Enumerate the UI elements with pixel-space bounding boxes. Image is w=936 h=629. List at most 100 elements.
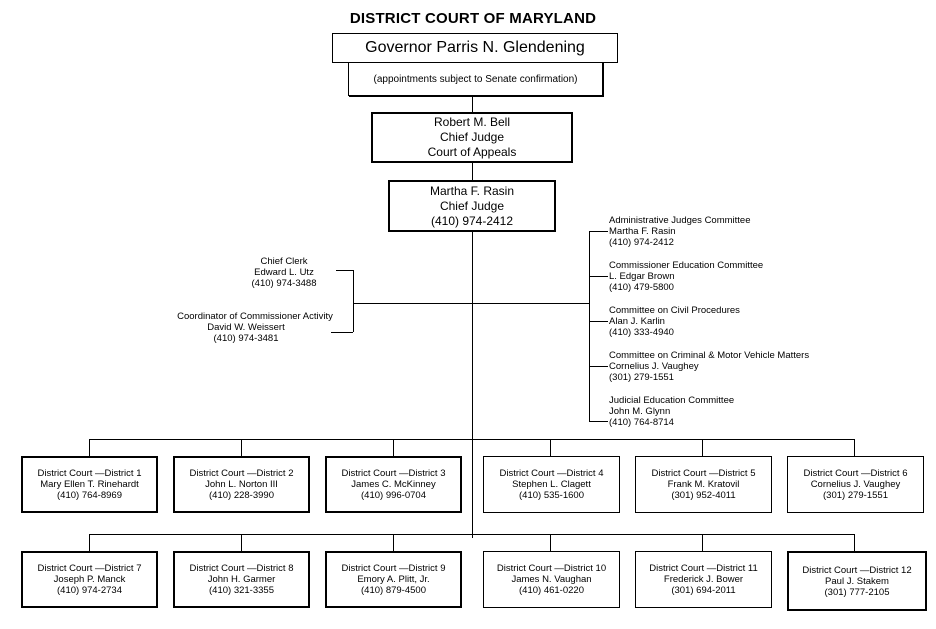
committee-name: Committee on Criminal & Motor Vehicle Ma… [609, 350, 810, 361]
district-phone: (410) 535-1600 [519, 490, 584, 501]
district-phone: (301) 694-2011 [671, 585, 736, 596]
connector-line [353, 270, 354, 332]
district-phone: (301) 777-2105 [824, 586, 890, 598]
district-box: District Court —District 11 Frederick J.… [635, 551, 772, 608]
district-chief-phone: (410) 974-2412 [430, 213, 514, 228]
staff-chief-clerk: Chief Clerk Edward L. Utz (410) 974-3488 [236, 256, 332, 289]
chart-title: DISTRICT COURT OF MARYLAND [349, 10, 597, 27]
district-label: District Court —District 7 [37, 563, 142, 574]
staff-role: Chief Clerk [260, 256, 308, 267]
committee-item: Committee on Criminal & Motor Vehicle Ma… [609, 350, 809, 383]
district-judge: Frank M. Kratovil [667, 479, 740, 490]
district-chief-name: Martha F. Rasin [429, 183, 515, 198]
district-label: District Court —District 3 [341, 468, 446, 479]
connector-line [550, 439, 551, 456]
district-box: District Court —District 8 John H. Garme… [173, 551, 310, 608]
district-phone: (301) 279-1551 [823, 490, 888, 501]
district-judge: Emory A. Plitt, Jr. [357, 574, 430, 585]
district-label: District Court —District 4 [499, 468, 604, 479]
connector-line [589, 321, 608, 322]
staff-phone: (410) 974-3481 [213, 333, 279, 344]
district-label: District Court —District 12 [802, 564, 912, 576]
committee-name: Administrative Judges Committee [609, 215, 751, 226]
committee-name: Committee on Civil Procedures [609, 305, 740, 316]
committee-chair: Alan J. Karlin [609, 316, 665, 327]
connector-line [472, 96, 473, 112]
appointments-note-box: (appointments subject to Senate confirma… [348, 62, 603, 96]
connector-line [472, 303, 589, 304]
connector-line [241, 439, 242, 456]
appeals-chief-name: Robert M. Bell [433, 115, 511, 129]
appeals-chief-role: Chief Judge [439, 130, 505, 144]
appeals-chief-judge-box: Robert M. Bell Chief Judge Court of Appe… [371, 112, 573, 163]
district-phone: (410) 228-3990 [209, 490, 274, 501]
connector-line [353, 303, 472, 304]
connector-line [241, 534, 242, 551]
connector-line [393, 439, 394, 456]
appeals-chief-court: Court of Appeals [427, 145, 517, 159]
committee-item: Committee on Civil Procedures Alan J. Ka… [609, 305, 740, 338]
district-chief-role: Chief Judge [439, 198, 505, 213]
connector-line [854, 439, 855, 456]
district-label: District Court —District 5 [651, 468, 756, 479]
district-judge: Stephen L. Clagett [512, 479, 591, 490]
district-box: District Court —District 12 Paul J. Stak… [787, 551, 927, 611]
staff-role: Coordinator of Commissioner Activity [177, 311, 333, 322]
district-box: District Court —District 9 Emory A. Plit… [325, 551, 462, 608]
governor-name: Governor Parris N. Glendening [365, 39, 585, 56]
district-box: District Court —District 3 James C. McKi… [325, 456, 462, 513]
committee-phone: (410) 333-4940 [609, 327, 674, 338]
staff-name: Edward L. Utz [254, 267, 314, 278]
connector-line [589, 231, 608, 232]
committee-phone: (301) 279-1551 [609, 372, 674, 383]
committee-phone: (410) 479-5800 [609, 282, 674, 293]
committee-item: Judicial Education Committee John M. Gly… [609, 395, 734, 428]
connector-line [393, 534, 394, 551]
connector-line [589, 231, 590, 422]
district-box: District Court —District 4 Stephen L. Cl… [483, 456, 620, 513]
district-judge: Paul J. Stakem [825, 575, 889, 587]
district-label: District Court —District 2 [189, 468, 294, 479]
committee-phone: (410) 764-8714 [609, 417, 674, 428]
district-phone: (410) 461-0220 [519, 585, 584, 596]
district-phone: (301) 952-4011 [671, 490, 736, 501]
staff-coordinator: Coordinator of Commissioner Activity Dav… [160, 311, 350, 344]
district-judge: James N. Vaughan [511, 574, 592, 585]
connector-line [854, 534, 855, 551]
district-label: District Court —District 9 [341, 563, 446, 574]
connector-line [89, 439, 90, 456]
connector-line [89, 439, 855, 440]
committee-chair: L. Edgar Brown [609, 271, 675, 282]
district-judge: James C. McKinney [351, 479, 436, 490]
district-label: District Court —District 11 [649, 563, 758, 574]
district-box: District Court —District 6 Cornelius J. … [787, 456, 924, 513]
staff-phone: (410) 974-3488 [251, 278, 317, 289]
district-box: District Court —District 7 Joseph P. Man… [21, 551, 158, 608]
connector-line [550, 534, 551, 551]
committee-chair: Martha F. Rasin [609, 226, 676, 237]
connector-line [89, 534, 855, 535]
district-label: District Court —District 10 [496, 563, 607, 574]
committee-chair: Cornelius J. Vaughey [609, 361, 699, 372]
connector-line [331, 332, 353, 333]
district-judge: Cornelius J. Vaughey [810, 479, 901, 490]
connector-line [702, 534, 703, 551]
committee-phone: (410) 974-2412 [609, 237, 674, 248]
district-label: District Court —District 8 [189, 563, 294, 574]
district-judge: Joseph P. Manck [53, 574, 126, 585]
committee-item: Administrative Judges Committee Martha F… [609, 215, 751, 248]
connector-line [589, 366, 608, 367]
district-box: District Court —District 10 James N. Vau… [483, 551, 620, 608]
district-chief-judge-box: Martha F. Rasin Chief Judge (410) 974-24… [388, 180, 556, 232]
connector-line [89, 534, 90, 551]
committee-name: Judicial Education Committee [609, 395, 735, 406]
district-phone: (410) 321-3355 [209, 585, 274, 596]
connector-line [589, 276, 608, 277]
district-judge: Mary Ellen T. Rinehardt [40, 479, 139, 490]
committee-item: Commissioner Education Committee L. Edga… [609, 260, 763, 293]
district-phone: (410) 974-2734 [57, 585, 122, 596]
connector-line [589, 421, 608, 422]
connector-line [472, 163, 473, 180]
district-box: District Court —District 1 Mary Ellen T.… [21, 456, 158, 513]
district-phone: (410) 764-8969 [57, 490, 122, 501]
